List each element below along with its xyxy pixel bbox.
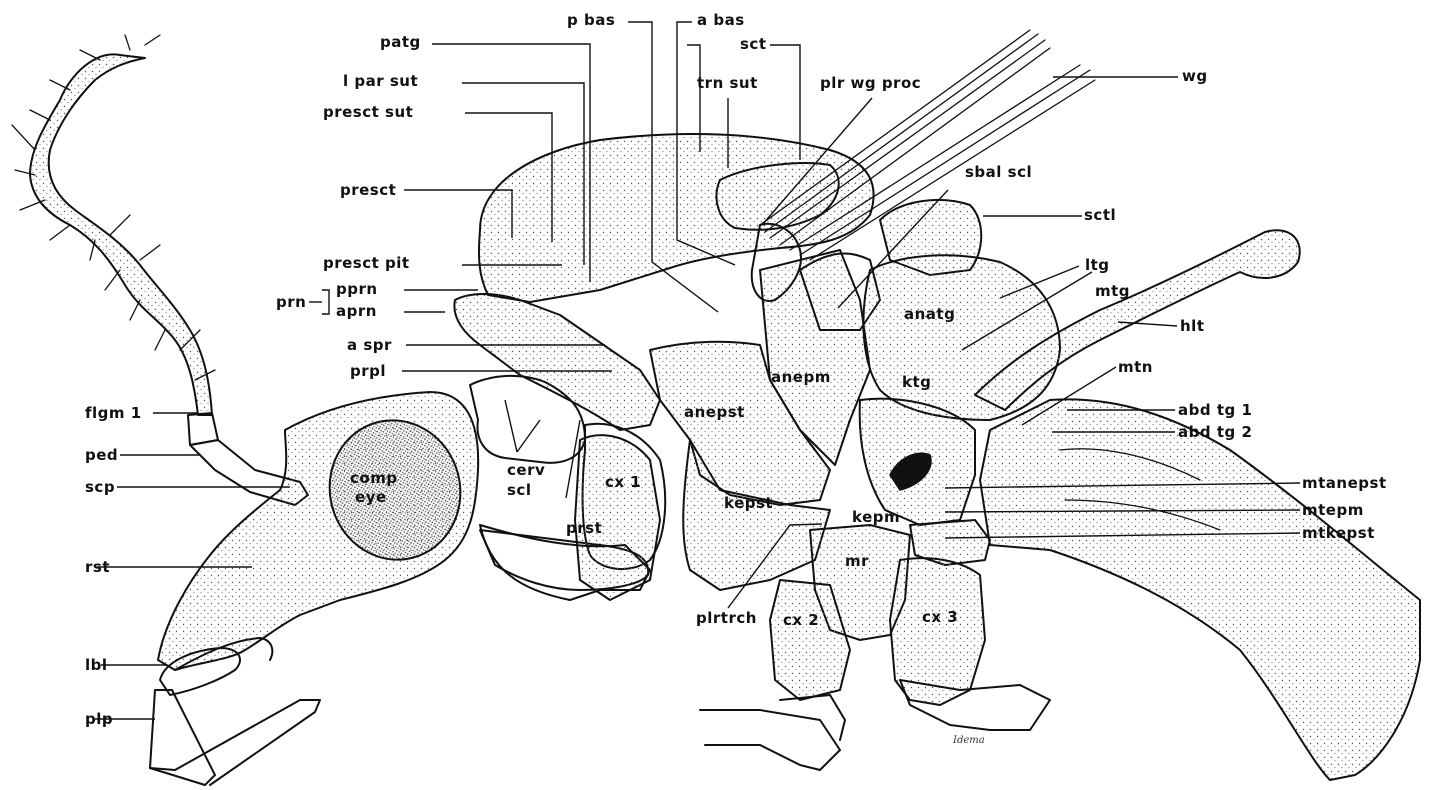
abdomen <box>980 399 1420 780</box>
label-l-par-sut: l par sut <box>343 73 418 90</box>
label-wg: wg <box>1182 68 1208 85</box>
label-a-bas: a bas <box>697 12 745 29</box>
label-cx3: cx 3 <box>922 609 958 626</box>
label-sct: sct <box>740 36 767 53</box>
label-trn-sut: trn sut <box>697 75 758 92</box>
label-presct-sut: presct sut <box>323 104 413 121</box>
label-sctl: sctl <box>1084 207 1116 224</box>
label-abd-tg-1: abd tg 1 <box>1178 402 1252 419</box>
label-flgm-1: flgm 1 <box>85 405 142 422</box>
label-mtg: mtg <box>1095 283 1130 300</box>
label-aprn: aprn <box>336 303 377 320</box>
label-prst: prst <box>566 520 602 537</box>
label-patg: patg <box>380 34 421 51</box>
label-mtepm: mtepm <box>1302 502 1364 519</box>
label-mtanepst: mtanepst <box>1302 475 1387 492</box>
label-a-spr: a spr <box>347 337 392 354</box>
label-comp: comp <box>350 470 398 487</box>
label-plrtrch: plrtrch <box>696 610 757 627</box>
head <box>150 392 478 785</box>
label-pprn: pprn <box>336 281 378 298</box>
label-scp: scp <box>85 479 115 496</box>
label-cx1: cx 1 <box>605 474 641 491</box>
label-plr-wg-proc: plr wg proc <box>820 75 921 92</box>
label-rst: rst <box>85 559 110 576</box>
label-scl: scl <box>507 482 531 499</box>
label-ped: ped <box>85 447 118 464</box>
label-anatg: anatg <box>904 306 955 323</box>
label-mr: mr <box>845 553 869 570</box>
label-presct-pit: presct pit <box>323 255 410 272</box>
label-cx2: cx 2 <box>783 612 819 629</box>
label-mtn: mtn <box>1118 359 1153 376</box>
label-abd-tg-2: abd tg 2 <box>1178 424 1252 441</box>
label-prpl: prpl <box>350 363 386 380</box>
label-presct: presct <box>340 182 396 199</box>
label-p-bas: p bas <box>567 12 615 29</box>
label-kepm: kepm <box>852 509 900 526</box>
label-prn: prn <box>276 294 306 311</box>
label-ktg: ktg <box>902 374 931 391</box>
label-plp: plp <box>85 711 113 728</box>
label-kepst: kepst <box>724 495 773 512</box>
label-lbl: lbl <box>85 657 108 674</box>
label-eye: eye <box>355 489 387 506</box>
antenna <box>12 35 308 505</box>
label-mtkepst: mtkepst <box>1302 525 1375 542</box>
label-anepm: anepm <box>771 369 831 386</box>
artist-signature: Idema <box>953 735 985 746</box>
label-cerv: cerv <box>507 462 545 479</box>
label-anepst: anepst <box>684 404 745 421</box>
label-ltg: ltg <box>1085 257 1110 274</box>
label-hlt: hlt <box>1180 318 1205 335</box>
label-sbal-scl: sbal scl <box>965 164 1032 181</box>
